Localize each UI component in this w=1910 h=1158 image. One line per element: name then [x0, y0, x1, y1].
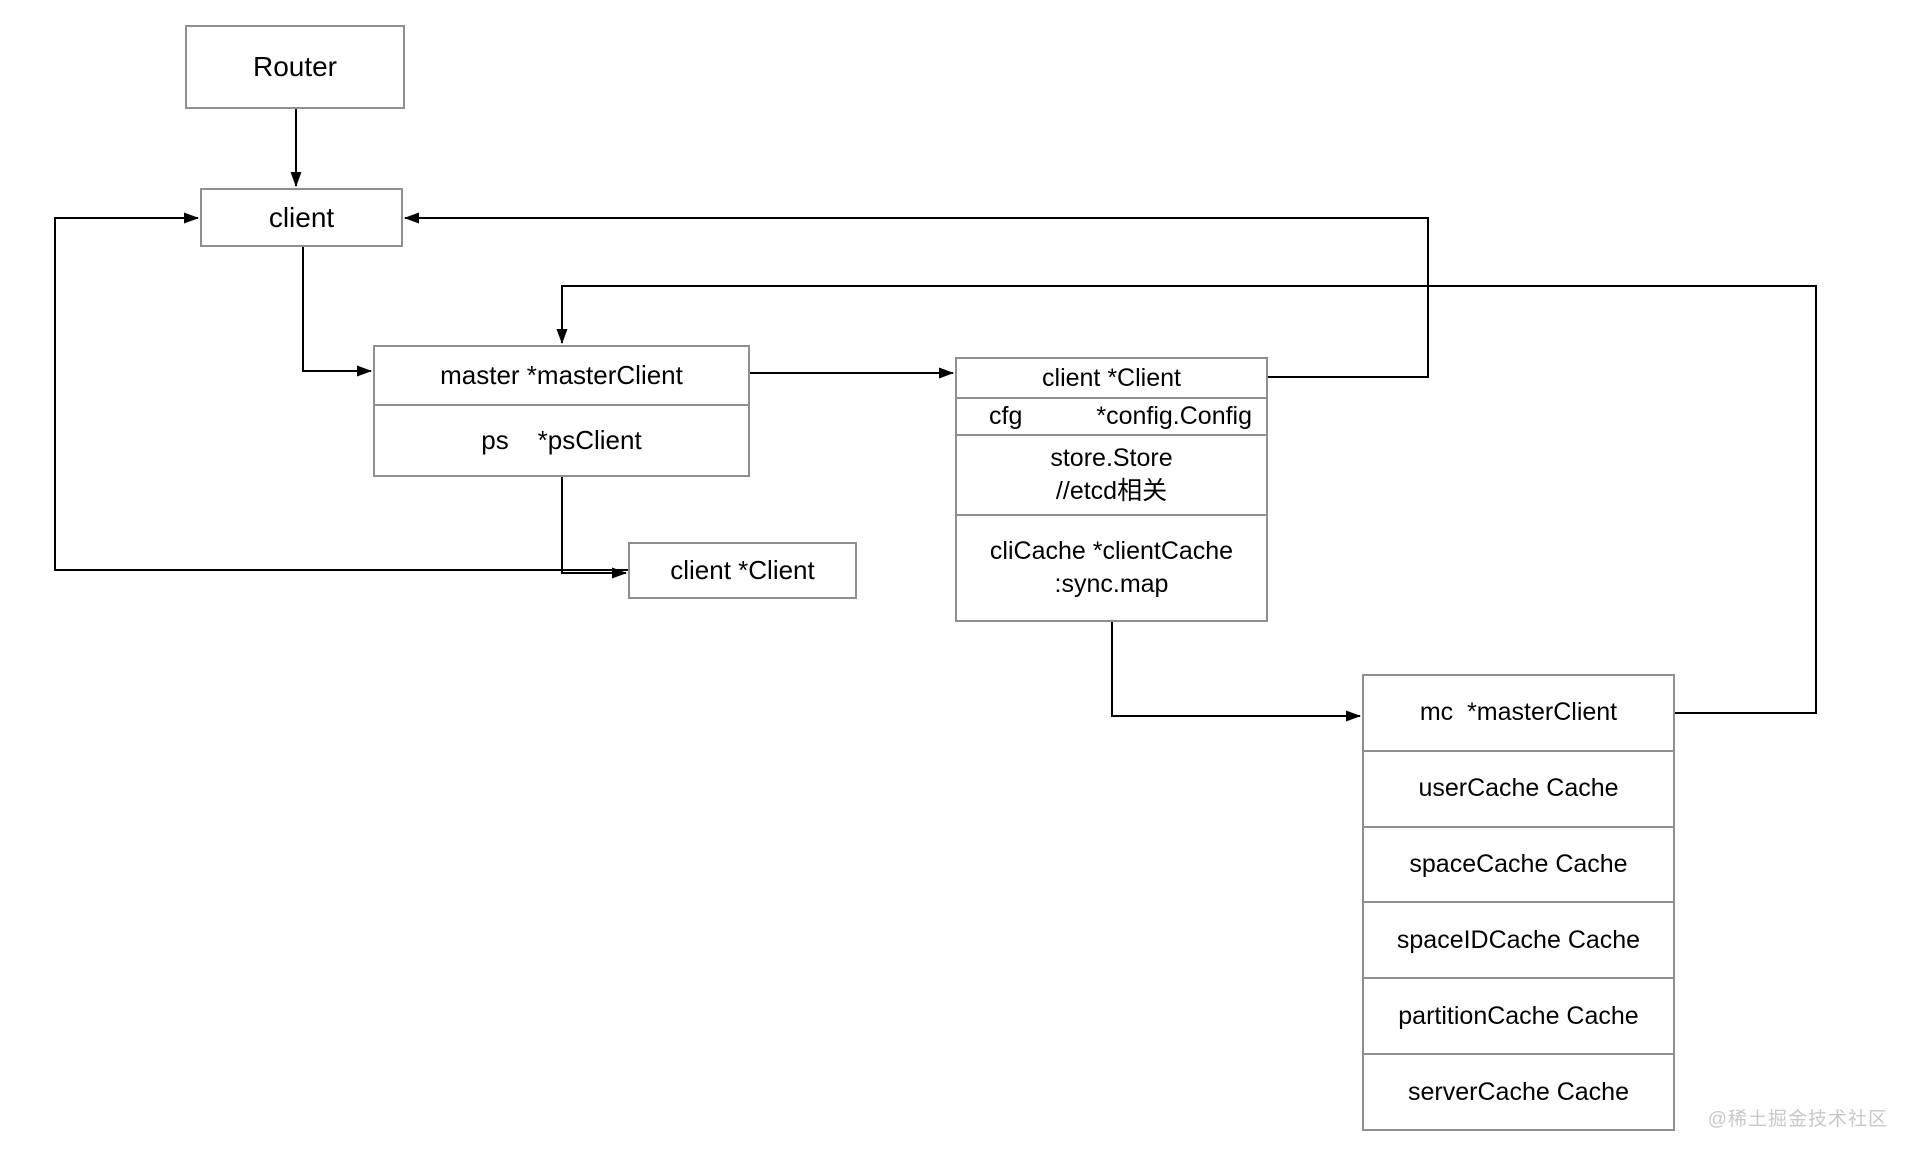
- node-client-struct: client *Client cfg *config.Config store.…: [955, 357, 1268, 622]
- arrow-clicache-to-master-struct: [1111, 622, 1361, 722]
- node-client: client: [200, 188, 403, 247]
- client-struct-title: client *Client: [1042, 363, 1181, 392]
- usercache-field: userCache Cache: [1364, 749, 1673, 826]
- cfg-field-name: cfg: [989, 402, 1023, 430]
- servercache-field: serverCache Cache: [1364, 1053, 1673, 1129]
- small-client-label: client *Client: [670, 555, 815, 585]
- clicache-field-decl: cliCache *clientCache: [989, 537, 1234, 565]
- node-router: Router: [185, 25, 405, 109]
- router-label: Router: [252, 51, 338, 82]
- clicache-field: cliCache *clientCache :sync.map: [957, 514, 1266, 620]
- arrow-small-client-to-client: [54, 212, 628, 571]
- mc-field: mc *masterClient: [1419, 698, 1618, 727]
- arrow-mc-to-master: [556, 285, 1817, 714]
- node-master-cache-struct: mc *masterClient userCache Cache spaceCa…: [1362, 674, 1675, 1131]
- watermark: @稀土掘金技术社区: [1707, 1109, 1888, 1130]
- store-field: store.Store //etcd相关: [957, 434, 1266, 514]
- spacecache-field: spaceCache Cache: [1364, 825, 1673, 902]
- spaceidcache-field: spaceIDCache Cache: [1364, 901, 1673, 977]
- master-client-field: master *masterClient: [440, 360, 683, 390]
- node-small-client: client *Client: [628, 542, 857, 599]
- client-label: client: [268, 201, 335, 233]
- arrow-ps-to-small-client: [561, 477, 627, 579]
- arrow-client-to-master: [302, 247, 372, 377]
- ps-client-field: ps *psClient: [375, 404, 748, 475]
- cfg-field: cfg *config.Config: [957, 397, 1266, 434]
- store-field-type: store.Store: [1050, 444, 1173, 472]
- partitioncache-field: partitionCache Cache: [1364, 977, 1673, 1053]
- node-master-client-struct: master *masterClient ps *psClient: [373, 345, 750, 477]
- arrow-client-struct-to-client: [404, 212, 1429, 378]
- cfg-field-type: *config.Config: [1096, 402, 1252, 430]
- clicache-field-type: :sync.map: [1054, 570, 1169, 598]
- store-field-comment: //etcd相关: [1055, 477, 1168, 505]
